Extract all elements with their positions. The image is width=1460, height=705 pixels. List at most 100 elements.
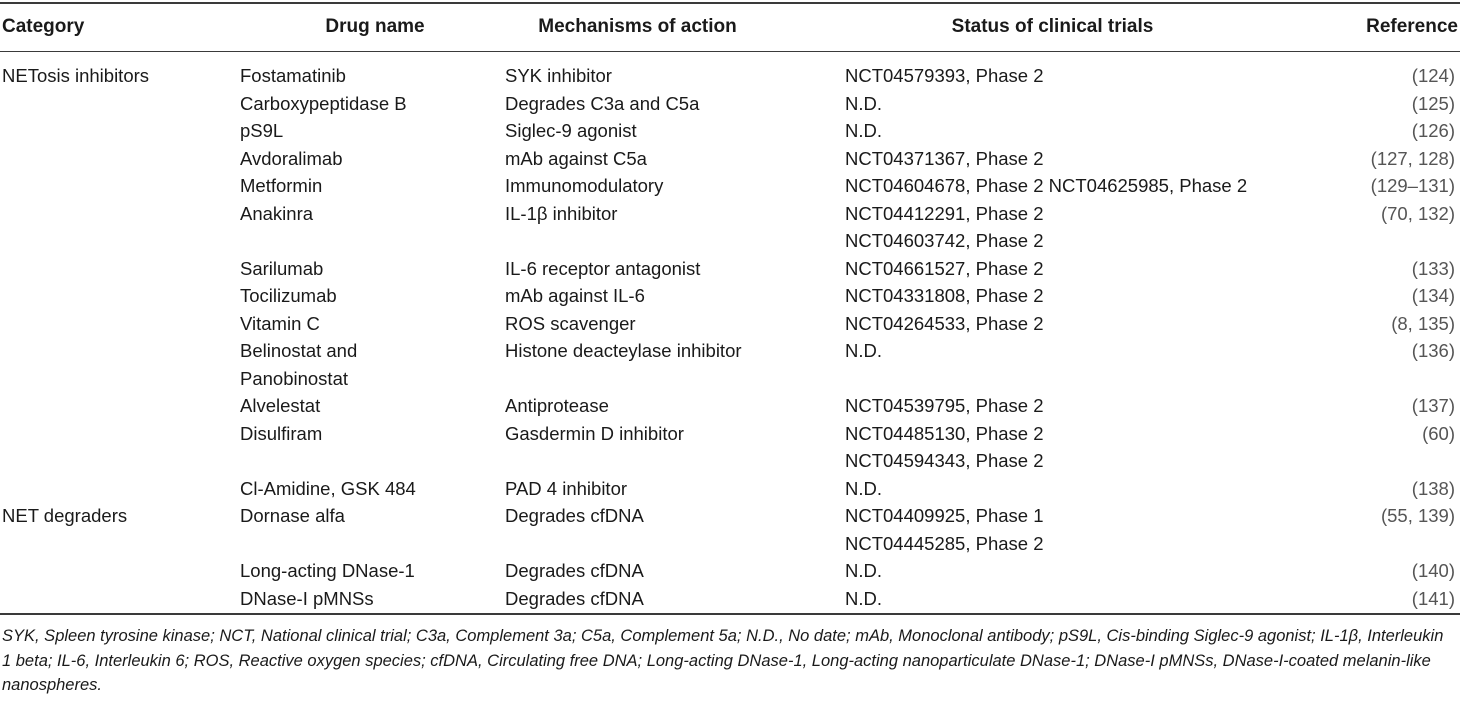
cell-reference: (126) [1411, 120, 1455, 141]
cell-reference: (134) [1411, 285, 1455, 306]
status-line: NCT04485130, Phase 2 [845, 422, 1044, 444]
status-line: N.D. [845, 587, 882, 609]
drug-name-line: Avdoralimab [240, 147, 343, 169]
cell-status: N.D. [845, 90, 1290, 118]
cell-drug-name: Vitamin C [240, 310, 495, 338]
header-drug-name: Drug name [325, 16, 425, 37]
cell-mechanism: Gasdermin D inhibitor [505, 422, 684, 444]
table-row: pS9L Siglec-9 agonist N.D. (126) [0, 117, 1460, 145]
cell-drug-name: pS9L [240, 117, 495, 145]
cell-category: NET degraders [2, 505, 128, 526]
cell-mechanism: Degrades C3a and C5a [505, 92, 700, 114]
cell-reference: (138) [1411, 477, 1455, 499]
status-line: NCT04539795, Phase 2 [845, 395, 1044, 416]
drug-name-line: Disulfiram [240, 422, 323, 444]
status-line: NCT04409925, Phase 1 [845, 505, 1044, 526]
table-bottom-rule [0, 613, 1460, 615]
status-line: N.D. [845, 120, 882, 141]
drug-name-line: Metformin [240, 175, 323, 196]
table-row: Carboxypeptidase B Degrades C3a and C5a N.… [0, 90, 1460, 118]
cell-reference: (127, 128) [1370, 147, 1455, 169]
cell-drug-name: Long-acting DNase-1 [240, 557, 495, 585]
header-mechanism: Mechanisms of action [538, 16, 737, 37]
cell-reference: (70, 132) [1380, 202, 1455, 224]
cell-drug-name: Disulfiram [240, 420, 495, 448]
drug-name-line: Alvelestat [240, 395, 321, 416]
cell-drug-name: Avdoralimab [240, 145, 495, 173]
cell-drug-name: DNase-I pMNSs [240, 585, 495, 613]
cell-category: NETosis inhibitors [2, 65, 150, 86]
drug-name-line: Long-acting DNase-1 [240, 560, 415, 581]
table-row: Disulfiram Gasdermin D inhibitor NCT044851… [0, 420, 1460, 475]
table-row: Metformin Immunomodulatory NCT04604678, Ph… [0, 172, 1460, 200]
cell-mechanism: Siglec-9 agonist [505, 120, 637, 141]
table-row: Long-acting DNase-1 Degrades cfDNA N.D. (14… [0, 557, 1460, 585]
drug-name-line: Dornase alfa [240, 505, 345, 526]
drug-name-line: Panobinostat [240, 367, 349, 389]
status-line: NCT04604678, Phase 2 NCT04625985, Phase … [845, 175, 1248, 196]
cell-reference: (8, 135) [1391, 312, 1455, 334]
status-line: NCT04264533, Phase 2 [845, 312, 1044, 334]
cell-status: N.D. [845, 557, 1290, 585]
status-line: NCT04579393, Phase 2 [845, 65, 1044, 86]
cell-mechanism: Antiprotease [505, 395, 609, 416]
status-line: NCT04331808, Phase 2 [845, 285, 1044, 306]
status-line: NCT04594343, Phase 2 [845, 450, 1044, 471]
cell-reference: (55, 139) [1380, 505, 1455, 526]
table-row: Anakinra IL-1β inhibitor NCT04412291, Phas… [0, 200, 1460, 255]
status-line: NCT04412291, Phase 2 [845, 202, 1044, 224]
cell-drug-name: Sarilumab [240, 255, 495, 283]
cell-reference: (133) [1411, 257, 1455, 279]
header-reference: Reference [1366, 16, 1458, 37]
cell-drug-name: Cl-Amidine, GSK 484 [240, 475, 495, 503]
cell-mechanism: Degrades cfDNA [505, 505, 644, 526]
cell-reference: (140) [1411, 560, 1455, 581]
table-row: Vitamin C ROS scavenger NCT04264533, Phase… [0, 310, 1460, 338]
cell-mechanism: ROS scavenger [505, 312, 636, 334]
cell-reference: (124) [1411, 65, 1455, 86]
drug-name-line: Anakinra [240, 202, 314, 224]
cell-status: NCT04485130, Phase 2 NCT04594343, Phase 2 [845, 420, 1290, 475]
status-line: NCT04661527, Phase 2 [845, 257, 1044, 279]
drug-name-line: Belinostat and [240, 340, 358, 361]
cell-mechanism: Degrades cfDNA [505, 560, 644, 581]
cell-status: NCT04331808, Phase 2 [845, 282, 1290, 310]
cell-status: NCT04579393, Phase 2 [845, 62, 1290, 90]
cell-status: N.D. [845, 337, 1290, 365]
cell-drug-name: Alvelestat [240, 392, 495, 420]
table-footnote: SYK, Spleen tyrosine kinase; NCT, Nation… [2, 627, 1444, 694]
cell-reference: (137) [1411, 395, 1455, 416]
cell-mechanism: mAb against C5a [505, 147, 647, 169]
status-line: N.D. [845, 92, 882, 114]
cell-drug-name: Anakinra [240, 200, 495, 228]
cell-status: N.D. [845, 585, 1290, 613]
cell-mechanism: Histone deacteylase inhibitor [505, 340, 742, 361]
cell-status: NCT04264533, Phase 2 [845, 310, 1290, 338]
cell-drug-name: Tocilizumab [240, 282, 495, 310]
cell-status: NCT04661527, Phase 2 [845, 255, 1290, 283]
cell-reference: (125) [1411, 92, 1455, 114]
cell-status: N.D. [845, 117, 1290, 145]
cell-mechanism: IL-6 receptor antagonist [505, 257, 701, 279]
cell-reference: (136) [1411, 340, 1455, 361]
cell-status: NCT04412291, Phase 2 NCT04603742, Phase 2 [845, 200, 1290, 255]
cell-drug-name: Fostamatinib [240, 62, 495, 90]
cell-mechanism: Immunomodulatory [505, 175, 664, 196]
cell-status: N.D. [845, 475, 1290, 503]
cell-mechanism: IL-1β inhibitor [505, 202, 618, 224]
status-line: N.D. [845, 477, 882, 499]
cell-status: NCT04539795, Phase 2 [845, 392, 1290, 420]
status-line: NCT04603742, Phase 2 [845, 230, 1044, 251]
status-line: NCT04445285, Phase 2 [845, 532, 1044, 554]
drug-name-line: Vitamin C [240, 312, 320, 334]
cell-drug-name: Dornase alfa [240, 502, 495, 530]
cell-drug-name: Carboxypeptidase B [240, 90, 495, 118]
cell-status: NCT04604678, Phase 2 NCT04625985, Phase … [845, 172, 1290, 200]
table-row: Alvelestat Antiprotease NCT04539795, Phase… [0, 392, 1460, 420]
